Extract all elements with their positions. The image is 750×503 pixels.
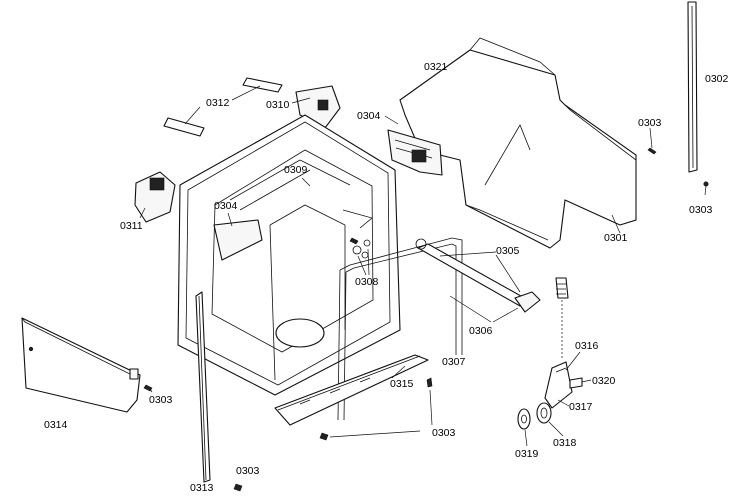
label-0301: 0301 [604, 232, 628, 244]
label-0303-left: 0303 [149, 394, 173, 406]
label-0314: 0314 [44, 419, 68, 431]
tub-body [177, 114, 401, 396]
label-0313: 0313 [190, 482, 214, 494]
side-panel-0301 [387, 37, 637, 249]
spray-arm-0305 [415, 238, 541, 313]
label-0307: 0307 [442, 356, 466, 368]
label-0309: 0309 [284, 164, 308, 176]
label-0303-bottom: 0303 [432, 427, 456, 439]
label-0305: 0305 [496, 245, 520, 257]
rail-0313 [195, 291, 211, 483]
label-0310: 0310 [266, 99, 290, 111]
valve-assembly [517, 277, 583, 430]
bracket-0311 [134, 171, 176, 223]
leader-lines [139, 85, 707, 447]
label-0319: 0319 [515, 448, 539, 460]
label-0308: 0308 [355, 276, 379, 288]
side-strip-0302 [687, 1, 709, 187]
label-0303-lower-left: 0303 [236, 465, 260, 477]
label-0304-top: 0304 [357, 110, 381, 122]
screws [143, 147, 657, 492]
label-0302: 0302 [705, 73, 729, 85]
kickplate-0314 [21, 317, 141, 413]
label-0312: 0312 [206, 97, 230, 109]
label-0306: 0306 [469, 325, 493, 337]
label-0316: 0316 [575, 340, 599, 352]
label-0303-far-right: 0303 [689, 204, 713, 216]
label-0304-left: 0304 [214, 200, 238, 212]
label-0320: 0320 [592, 375, 616, 387]
label-0303-right: 0303 [638, 117, 662, 129]
label-0318: 0318 [553, 437, 577, 449]
label-0317: 0317 [569, 401, 593, 413]
label-0315: 0315 [390, 378, 414, 390]
label-0321: 0321 [424, 61, 448, 73]
label-0311: 0311 [120, 220, 143, 232]
base-plate-0315 [274, 354, 429, 426]
